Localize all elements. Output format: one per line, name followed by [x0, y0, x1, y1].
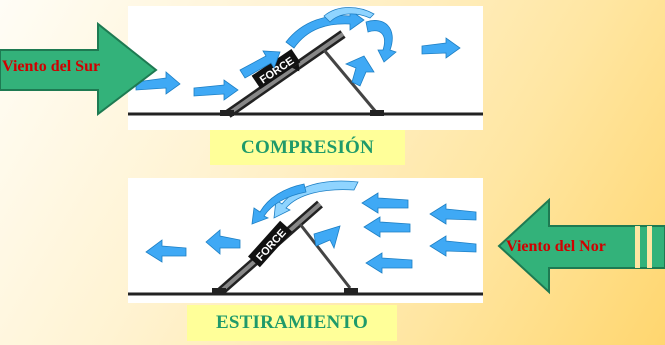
- stretching-diagram: FORCE: [128, 180, 483, 296]
- compression-label: COMPRESIÓN: [210, 130, 405, 165]
- north-wind-arrow: [497, 197, 665, 295]
- ramp-structure: [212, 200, 358, 296]
- force-label-bottom: FORCE: [247, 220, 293, 268]
- south-wind-arrow: [0, 21, 158, 117]
- compression-diagram: FORCE: [128, 7, 483, 118]
- diagram-panel-stretching: [128, 178, 483, 303]
- airflow-arrows-bottom: [145, 180, 477, 274]
- airflow-arrows-top: [135, 7, 461, 101]
- south-wind-label: Viento del Sur: [2, 58, 101, 75]
- stretching-label: ESTIRAMIENTO: [187, 305, 397, 341]
- north-wind-label: Viento del Nor: [506, 238, 606, 255]
- ramp-structure: [220, 30, 384, 118]
